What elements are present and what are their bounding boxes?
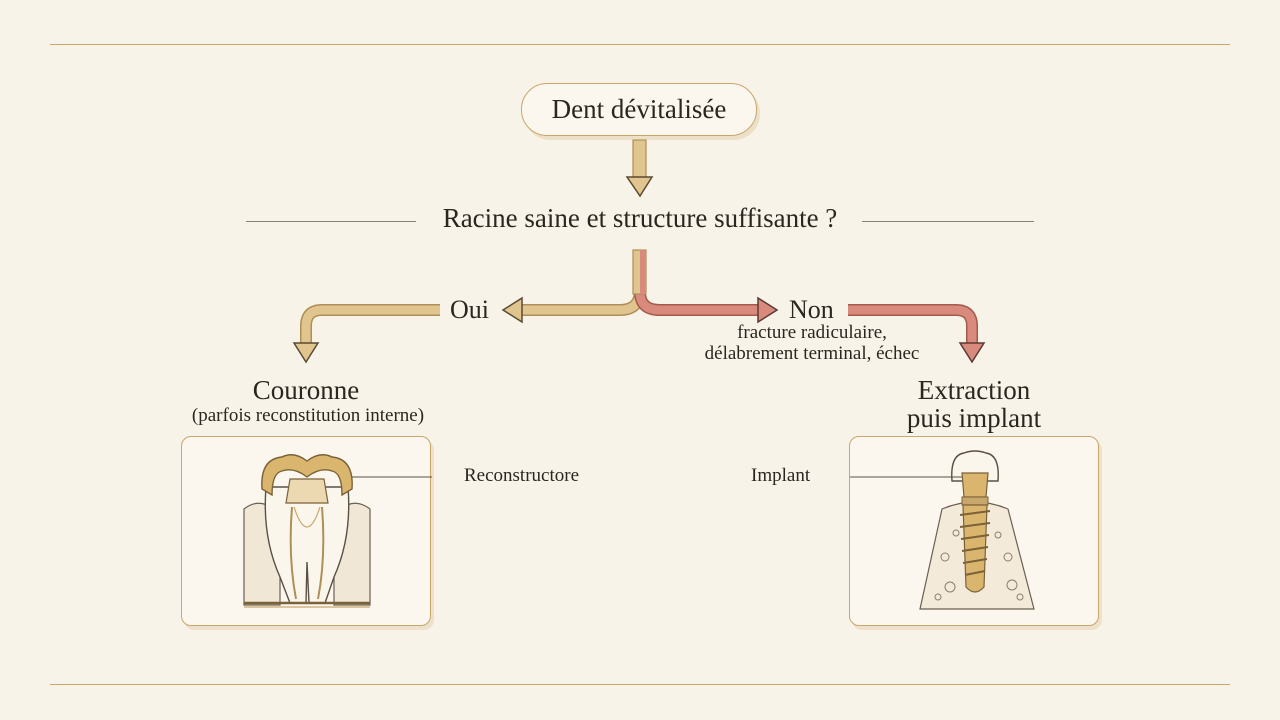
- implant-title-line-1: Extraction: [917, 375, 1031, 405]
- yes-label: Oui: [450, 295, 489, 324]
- implant-illustration: [826, 450, 1035, 610]
- top-divider: [50, 44, 1230, 45]
- decision-question: Racine saine et structure suffisante ?: [442, 203, 838, 233]
- crown-tooth-illustration: [243, 454, 458, 608]
- start-node: Dent dévitalisée: [521, 83, 757, 136]
- crown-subtitle: (parfois reconstitution interne): [191, 405, 425, 426]
- implant-title-line-2: puis implant: [906, 403, 1042, 433]
- arrow-no-branch: [634, 291, 986, 364]
- question-line-left: [246, 221, 416, 222]
- crown-illustration-panel: [181, 436, 458, 626]
- implant-title: Extraction puis implant: [854, 376, 1094, 432]
- question-line-right: [862, 221, 1034, 222]
- bottom-divider: [50, 684, 1230, 685]
- no-reasons: fracture radiculaire, délabrement termin…: [676, 322, 948, 364]
- implant-illustration-panel: [826, 436, 1099, 626]
- arrow-question-trunk: [632, 249, 647, 295]
- no-reason-line-1: fracture radiculaire,: [737, 322, 887, 343]
- start-node-label: Dent dévitalisée: [551, 94, 727, 124]
- no-label: Non: [789, 295, 834, 324]
- implant-callout-label: Implant: [751, 465, 811, 486]
- arrow-start-to-question: [625, 139, 654, 198]
- crown-title: Couronne: [252, 375, 360, 405]
- crown-callout-label: Reconstructore: [464, 465, 580, 486]
- no-reason-line-2: délabrement terminal, échec: [704, 343, 920, 364]
